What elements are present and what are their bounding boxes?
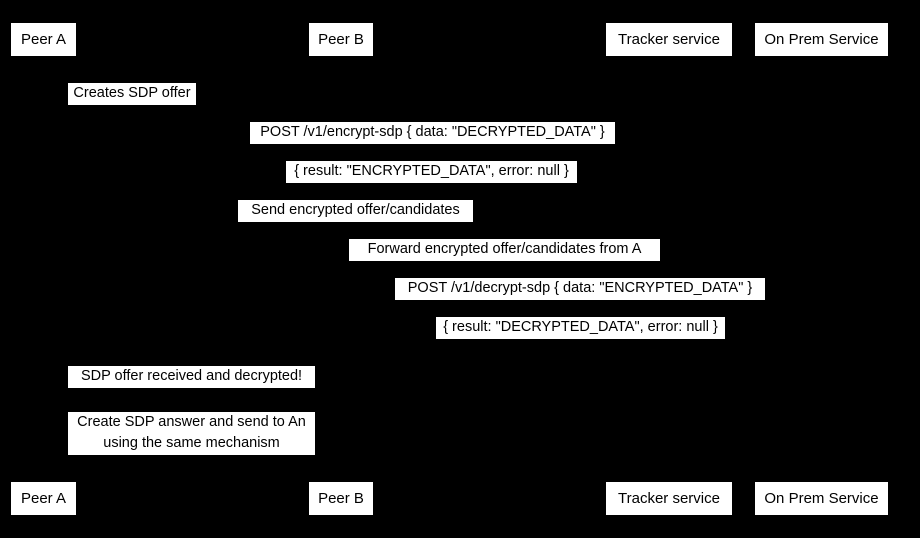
message-create-sdp-answer: Create SDP answer and send to An using t…: [68, 412, 315, 455]
lifeline-peer-b: [341, 57, 342, 481]
message-creates-sdp-offer: Creates SDP offer: [68, 83, 196, 105]
message-decrypt-sdp-result: { result: "DECRYPTED_DATA", error: null …: [436, 317, 725, 339]
lifeline-on-prem-service: [821, 57, 823, 481]
participant-peer-b-bottom[interactable]: Peer B: [308, 481, 374, 516]
lifeline-tracker-service: [669, 57, 670, 481]
lifeline-peer-a: [43, 57, 45, 481]
participant-tracker-service-bottom[interactable]: Tracker service: [605, 481, 733, 516]
participant-peer-b-top[interactable]: Peer B: [308, 22, 374, 57]
message-encrypt-sdp-result: { result: "ENCRYPTED_DATA", error: null …: [286, 161, 577, 183]
participant-on-prem-service-top[interactable]: On Prem Service: [754, 22, 889, 57]
participant-tracker-service-top[interactable]: Tracker service: [605, 22, 733, 57]
message-forward-encrypted-offer: Forward encrypted offer/candidates from …: [349, 239, 660, 261]
participant-peer-a-top[interactable]: Peer A: [10, 22, 77, 57]
message-post-encrypt-sdp: POST /v1/encrypt-sdp { data: "DECRYPTED_…: [250, 122, 615, 144]
participant-on-prem-service-bottom[interactable]: On Prem Service: [754, 481, 889, 516]
message-post-decrypt-sdp: POST /v1/decrypt-sdp { data: "ENCRYPTED_…: [395, 278, 765, 300]
participant-peer-a-bottom[interactable]: Peer A: [10, 481, 77, 516]
message-sdp-offer-received: SDP offer received and decrypted!: [68, 366, 315, 388]
message-send-encrypted-offer: Send encrypted offer/candidates: [238, 200, 473, 222]
